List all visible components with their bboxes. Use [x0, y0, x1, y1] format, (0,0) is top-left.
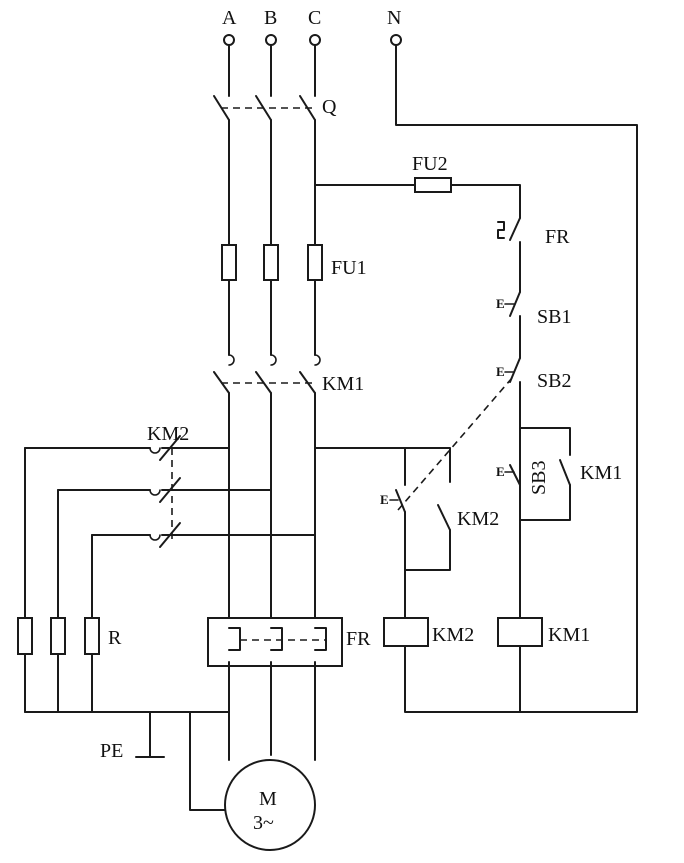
e-sb1-label: E [496, 296, 505, 311]
e-sb2-label: E [496, 364, 505, 379]
km1-main-contacts [221, 354, 321, 384]
fr-thermal-relay [207, 617, 343, 667]
sb3-label: SB3 [528, 461, 550, 495]
e-sb3-label: E [496, 464, 505, 479]
fu1-fuses [221, 244, 323, 281]
fr-ctrl-label: FR [545, 226, 570, 248]
motor-phase-label: 3~ [253, 812, 274, 834]
sb2-label: SB2 [537, 370, 571, 392]
e-left-label: E [380, 492, 389, 507]
terminal-a-label: A [222, 7, 237, 29]
q-label: Q [322, 96, 337, 118]
fu2-label: FU2 [412, 153, 448, 175]
km1-aux-label: KM1 [580, 462, 622, 484]
terminal-n-label: N [387, 7, 401, 29]
pe-ground [135, 711, 165, 758]
km2-coil-label: KM2 [432, 624, 474, 646]
km1-main-label: KM1 [322, 373, 364, 395]
km1-coil-label: KM1 [548, 624, 590, 646]
terminal-c [309, 34, 321, 46]
r-label: R [108, 627, 122, 649]
terminal-n [390, 34, 402, 46]
terminal-b [265, 34, 277, 46]
motor [189, 711, 316, 851]
control-circuit [314, 177, 571, 713]
sb1-label: SB1 [537, 306, 571, 328]
km2-main-label: KM2 [147, 423, 189, 445]
terminals: A B C N [222, 7, 402, 46]
motor-label: M [259, 788, 277, 810]
terminal-c-label: C [308, 7, 321, 29]
fr-main-label: FR [346, 628, 371, 650]
main-power-lines [213, 44, 638, 761]
km2-aux-label: KM2 [457, 508, 499, 530]
terminal-a [223, 34, 235, 46]
fu1-label: FU1 [331, 257, 367, 279]
km2-resistor-circuit [17, 435, 316, 713]
pe-label: PE [100, 740, 123, 762]
terminal-b-label: B [264, 7, 277, 29]
